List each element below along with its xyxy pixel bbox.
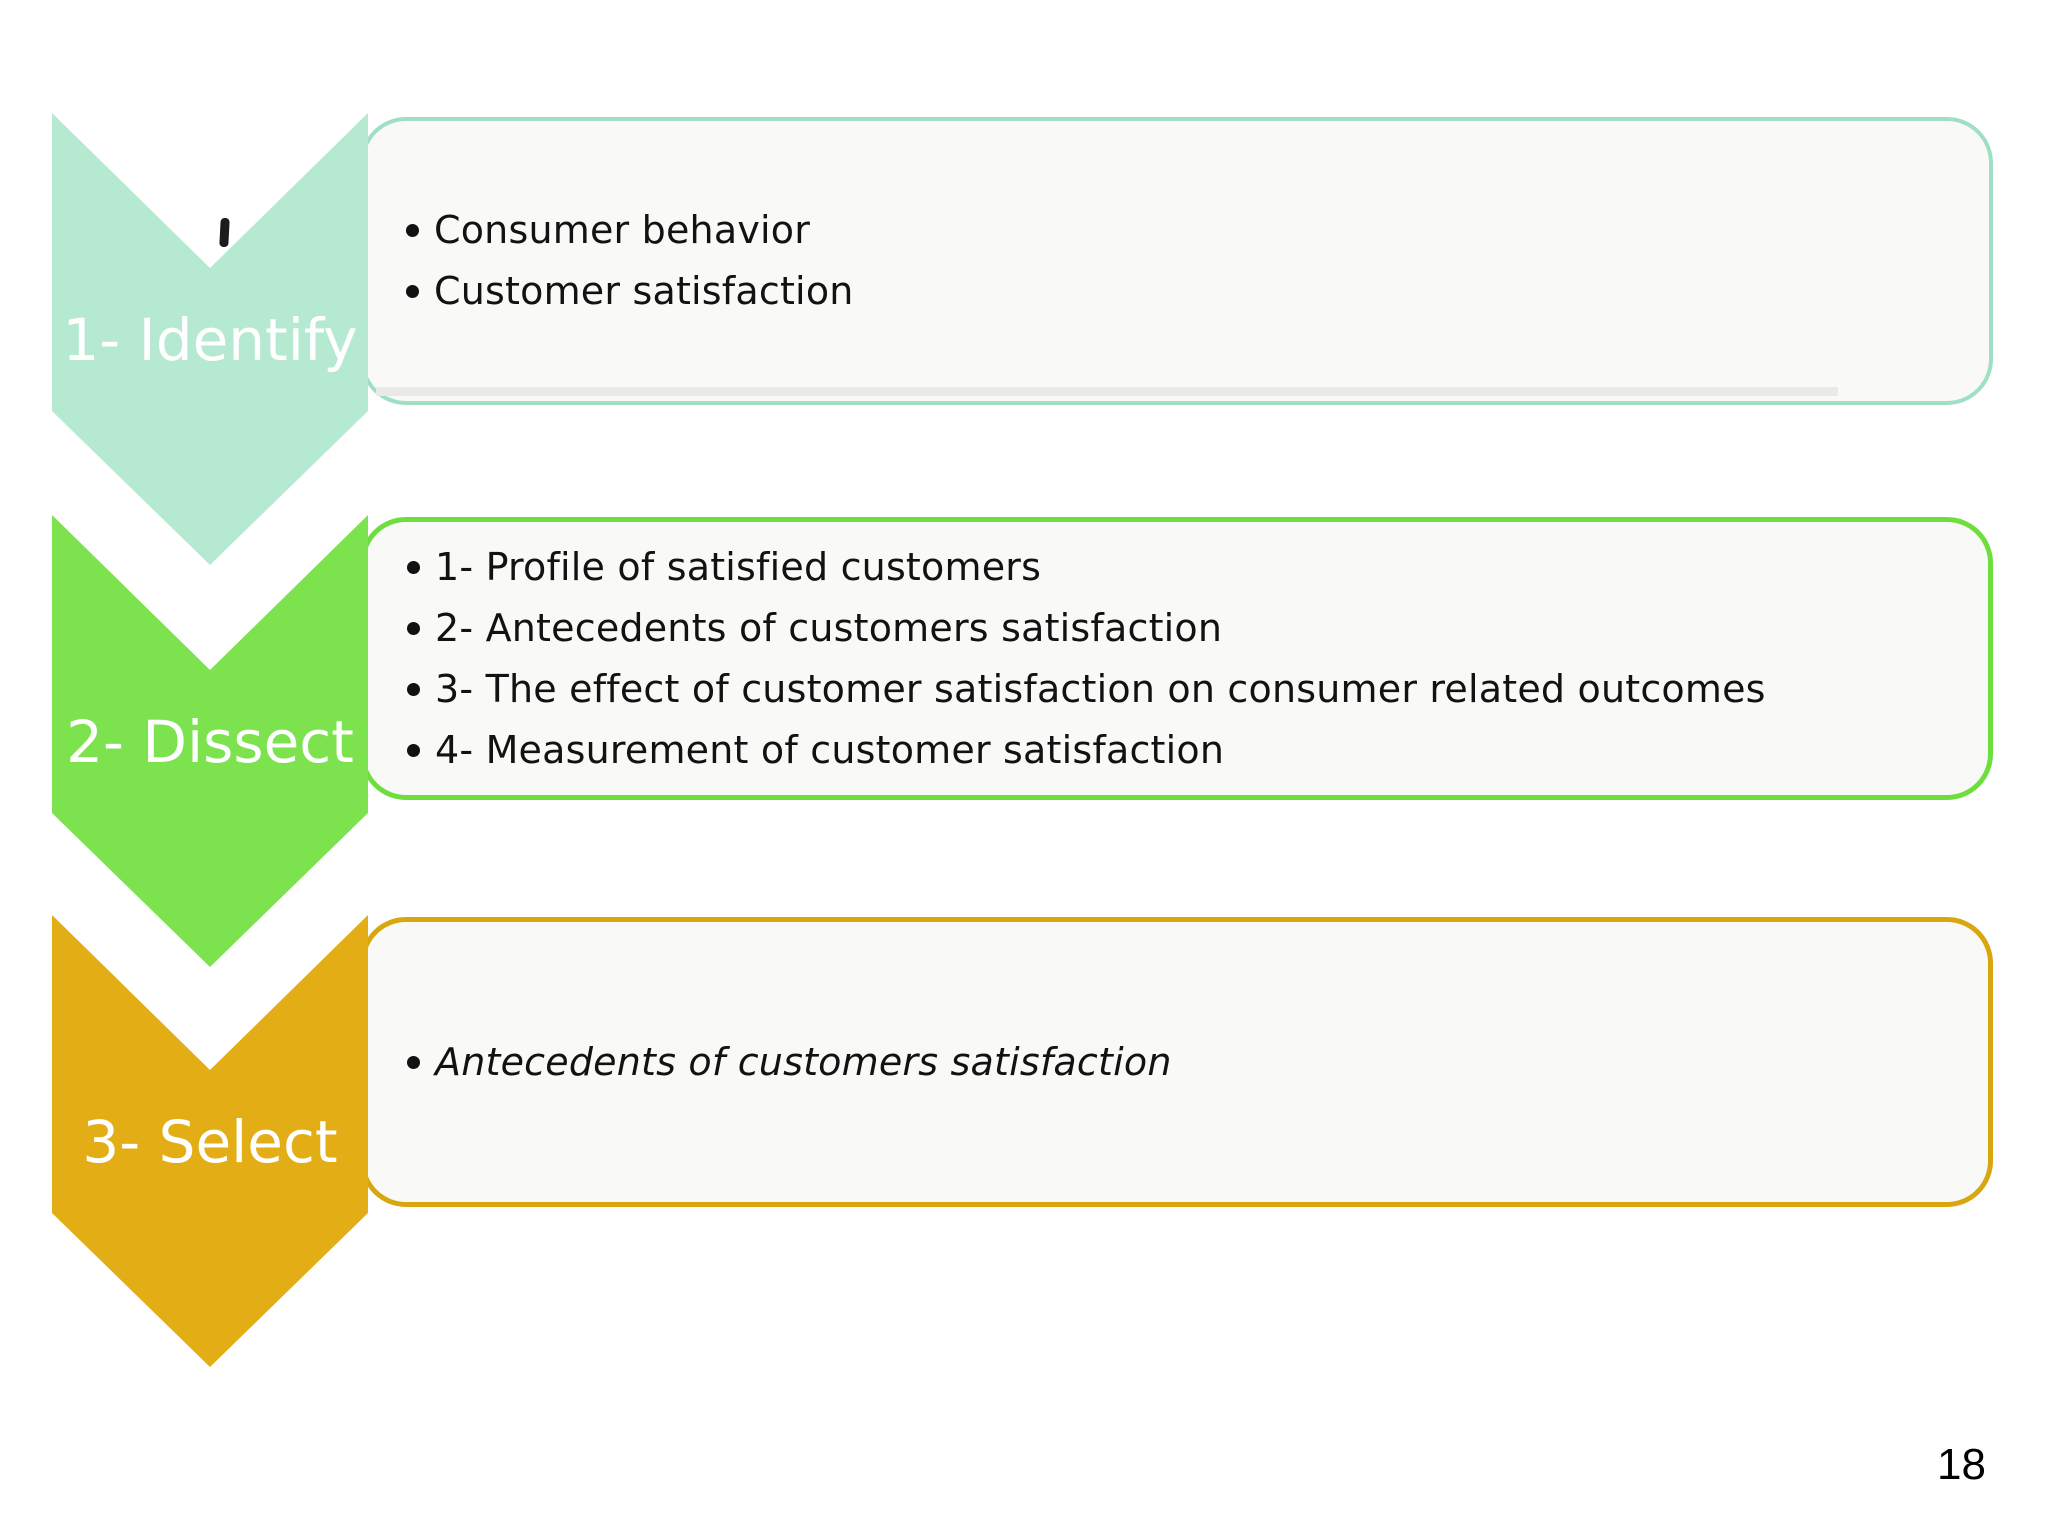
step-3-label: 3- Select: [82, 1108, 338, 1176]
page-number: 18: [1937, 1440, 1986, 1489]
step-1-chevron: 1- Identify: [52, 113, 368, 568]
chevron-down-arrow-shape: [52, 515, 368, 967]
step-3-chevron: 3- Select: [52, 915, 368, 1370]
bullet-item: Customer satisfaction: [404, 261, 1949, 322]
chevron-down-arrow-shape: [52, 113, 368, 565]
step-2-label: 2- Dissect: [66, 708, 354, 776]
step-1-bullet-list: Consumer behavior Customer satisfaction: [364, 200, 1989, 322]
bullet-item: Antecedents of customers satisfaction: [405, 1032, 1948, 1093]
chevron-down-arrow-shape: [52, 915, 368, 1367]
chevron-polygon: [52, 915, 368, 1367]
step-3-content-box: Antecedents of customers satisfaction: [360, 917, 1993, 1207]
bullet-item: Consumer behavior: [404, 200, 1949, 261]
box-bottom-shadow: [376, 387, 1838, 396]
chevron-polygon: [52, 515, 368, 967]
step-2-content-box: 1- Profile of satisfied customers 2- Ant…: [360, 517, 1993, 800]
bullet-item: 3- The effect of customer satisfaction o…: [405, 659, 1948, 720]
step-1-label: 1- Identify: [62, 306, 358, 374]
step-2-chevron: 2- Dissect: [52, 515, 368, 970]
bullet-item: 2- Antecedents of customers satisfaction: [405, 598, 1948, 659]
step-2-bullet-list: 1- Profile of satisfied customers 2- Ant…: [365, 537, 1988, 781]
bullet-item: 4- Measurement of customer satisfaction: [405, 720, 1948, 781]
stray-tick-mark: [219, 217, 230, 248]
chevron-polygon: [52, 113, 368, 565]
step-1-content-box: Consumer behavior Customer satisfaction: [360, 117, 1993, 405]
step-3-bullet-list: Antecedents of customers satisfaction: [365, 1032, 1988, 1093]
bullet-item: 1- Profile of satisfied customers: [405, 537, 1948, 598]
